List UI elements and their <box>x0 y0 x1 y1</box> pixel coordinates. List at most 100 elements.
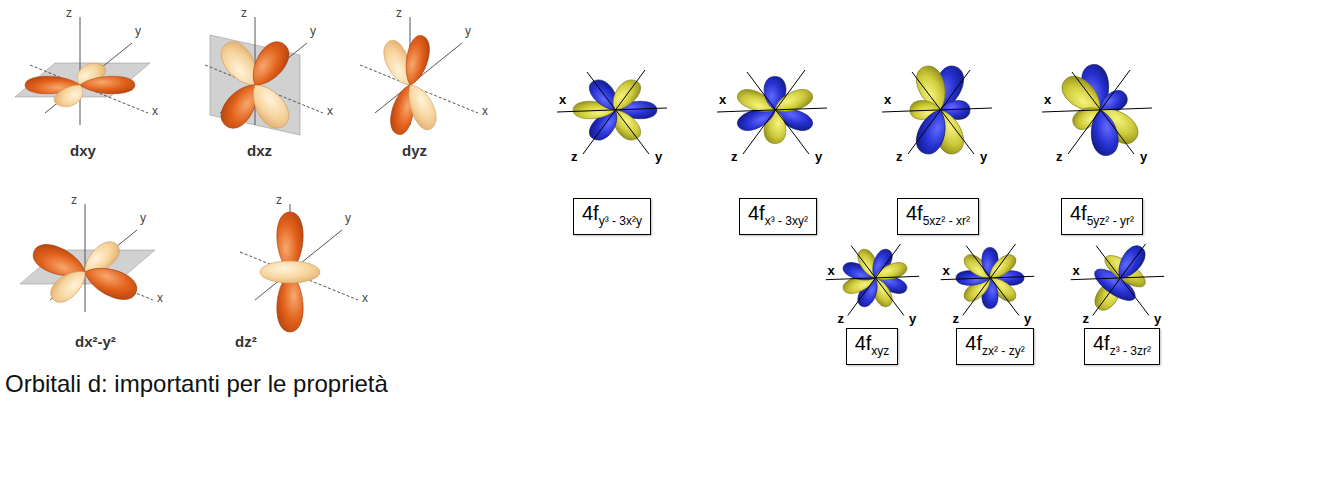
axis-line <box>85 204 86 312</box>
shell-label: 4f <box>906 202 923 224</box>
axis-label: z <box>571 150 578 163</box>
axis-line <box>1071 276 1165 279</box>
orbital-lobe <box>1087 108 1121 158</box>
shell-label: 4f <box>855 332 872 354</box>
axis-label: z <box>838 312 845 325</box>
axis-line <box>743 70 805 154</box>
axis-label: x <box>327 105 333 117</box>
f-orbital-figure <box>557 70 667 154</box>
orbital-name-box: 4fz³ - 3zr² <box>1084 328 1160 365</box>
f-orbital-figure <box>717 70 827 154</box>
orbital-lobe <box>770 86 817 118</box>
orbital-name-box: 4f5yz² - yr² <box>1061 198 1143 235</box>
orbital-lobe <box>244 77 295 134</box>
axis-label: z <box>1083 312 1090 325</box>
axis-label: y <box>1140 150 1147 163</box>
axis-label: z <box>396 7 402 19</box>
axis-line <box>583 70 645 154</box>
axis-label: x <box>157 292 163 304</box>
f-orbital-figure <box>826 244 920 315</box>
axis-line <box>1042 108 1152 112</box>
orbital-subscript: x³ - 3xy² <box>765 214 808 228</box>
orbital-lobe <box>401 77 440 136</box>
axis-label: y <box>980 150 987 163</box>
orbital-lobe <box>400 31 433 89</box>
axis-line <box>557 108 667 112</box>
axis-line <box>966 246 1019 316</box>
orbital-lobe <box>244 36 295 93</box>
axis-line <box>826 276 920 279</box>
axis-line <box>882 108 992 112</box>
axis-label: x <box>482 105 488 117</box>
axis-label: x <box>942 264 949 277</box>
shell-label: 4f <box>582 202 599 224</box>
orbital-name-box: 4f5xz² - xr² <box>897 198 979 235</box>
axis-label: y <box>345 212 351 224</box>
shell-label: 4f <box>1070 202 1087 224</box>
axis-line <box>1068 70 1130 154</box>
axis-label: z <box>1056 150 1063 163</box>
axis-line <box>1096 246 1149 316</box>
orbital-lobe <box>80 260 141 305</box>
orbital-name: dxy <box>70 143 96 158</box>
d-orbital-figure <box>205 17 323 135</box>
axis-label: x <box>1072 264 1079 277</box>
shell-label: 4f <box>748 202 765 224</box>
orbital-name-box: 4fy³ - 3x²y <box>573 198 651 235</box>
axis-label: y <box>140 212 146 224</box>
axis-line <box>912 72 974 154</box>
axis-line <box>851 246 904 316</box>
axis-label: x <box>362 292 368 304</box>
axis-label: x <box>559 93 566 106</box>
f-orbital-figure <box>941 244 1034 315</box>
axis-line <box>1093 244 1146 315</box>
axis-label: y <box>135 25 141 37</box>
axis-line <box>848 244 901 315</box>
axis-label: z <box>731 150 738 163</box>
axis-label: y <box>310 25 316 37</box>
orbital-lobe <box>80 76 135 94</box>
axis-label: z <box>953 312 960 325</box>
orbital-subscript: zx² - zy² <box>982 344 1025 358</box>
shell-label: 4f <box>1093 332 1110 354</box>
axis-label: z <box>66 7 72 19</box>
axis-label: y <box>815 150 822 163</box>
f-orbital-figure <box>1042 62 1152 157</box>
orbital-name-box: 4fzx² - zy² <box>956 328 1033 365</box>
axis-line <box>717 108 827 112</box>
d-orbital-figure <box>240 204 358 332</box>
axis-label: z <box>71 194 77 206</box>
axis-label: y <box>655 150 662 163</box>
orbital-lobe <box>49 81 91 109</box>
axis-line <box>587 72 649 154</box>
axis-line <box>908 70 970 154</box>
f-orbital-figure <box>882 62 992 157</box>
axis-line <box>941 276 1034 279</box>
orbital-name: dxz <box>247 143 272 158</box>
orbital-lobe <box>912 105 952 157</box>
axis-label: x <box>884 93 891 106</box>
orbital-lobe <box>46 264 92 308</box>
axis-label: x <box>152 105 158 117</box>
orbital-name-box: 4fxyz <box>846 328 899 365</box>
axis-line <box>747 72 809 154</box>
axis-label: x <box>719 93 726 106</box>
orbital-subscript: y³ - 3x²y <box>599 214 642 228</box>
axis-label: z <box>241 7 247 19</box>
orbital-name: dyz <box>402 143 427 158</box>
orbital-name: dz² <box>235 334 257 349</box>
axis-label: z <box>896 150 903 163</box>
d-orbital-figure <box>360 17 478 139</box>
axis-line <box>1072 72 1134 154</box>
caption: Orbitali d: importanti per le proprietà <box>5 370 388 398</box>
d-orbital-figure <box>15 17 150 125</box>
orbital-name: dx²-y² <box>75 334 116 349</box>
axis-label: x <box>1044 93 1051 106</box>
axis-label: y <box>465 25 471 37</box>
shell-label: 4f <box>965 332 982 354</box>
axis-label: y <box>1024 312 1031 325</box>
orbital-ring <box>260 261 320 283</box>
d-orbital-figure <box>20 204 155 312</box>
